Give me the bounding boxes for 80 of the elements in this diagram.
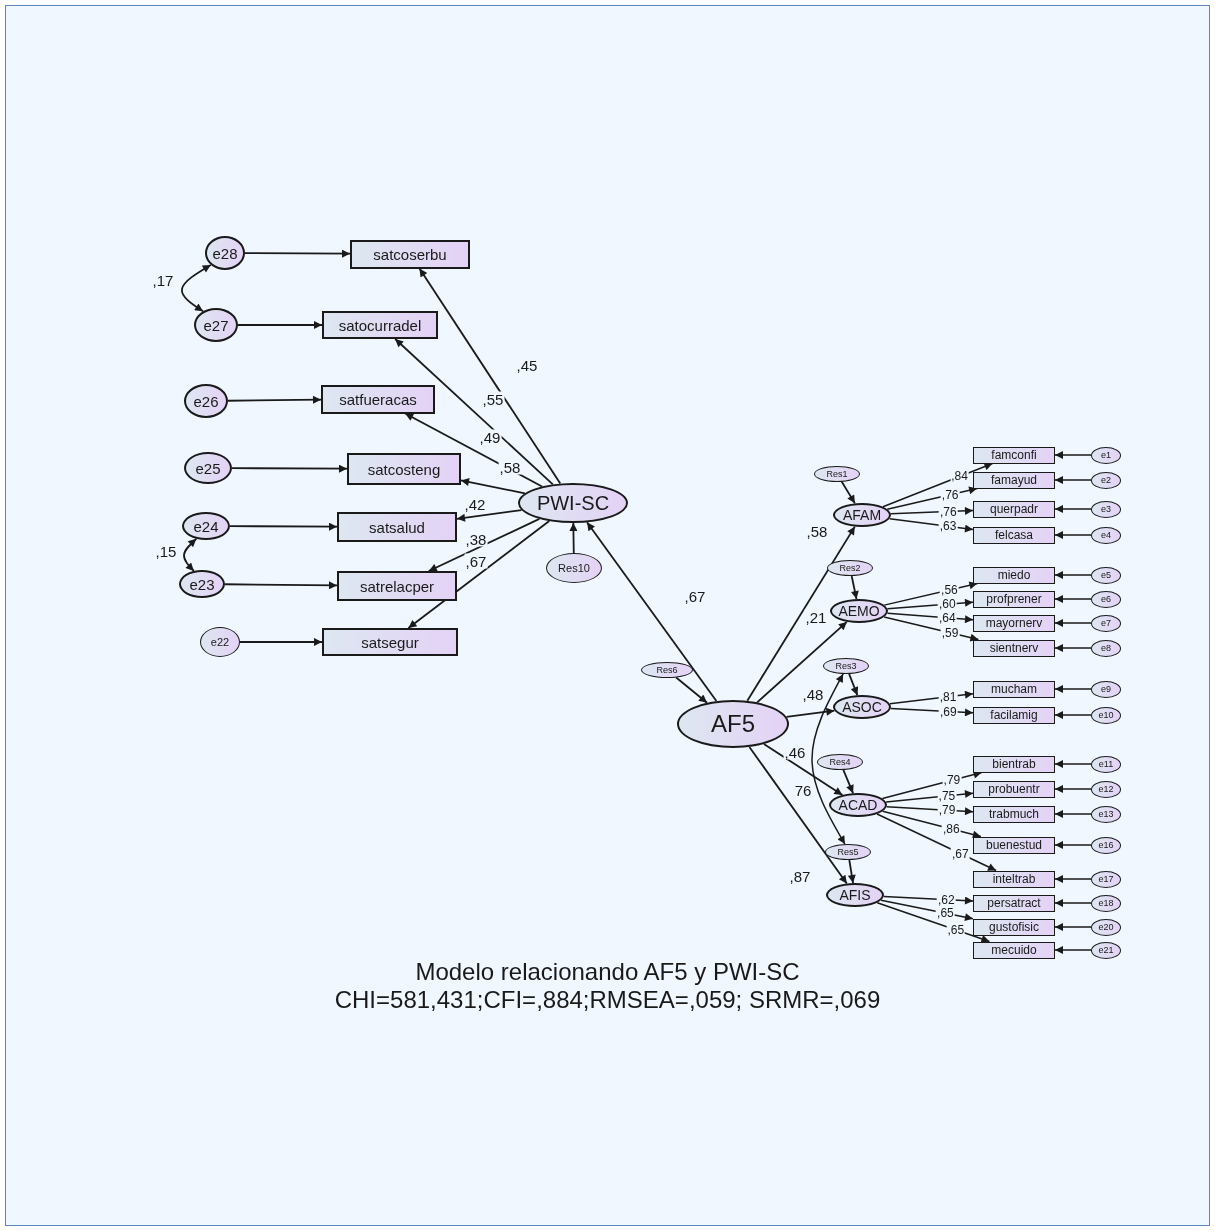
arrow bbox=[404, 412, 543, 488]
arrow bbox=[224, 581, 338, 590]
edge-label: ,58 bbox=[498, 459, 522, 475]
arrow bbox=[889, 690, 974, 705]
arrow bbox=[876, 901, 991, 943]
arrow bbox=[748, 746, 848, 885]
arrow bbox=[1054, 619, 1092, 627]
arrow bbox=[237, 321, 323, 329]
arrow bbox=[227, 395, 322, 404]
arrow bbox=[1054, 875, 1092, 883]
arrow bbox=[1054, 899, 1092, 907]
arrow bbox=[1054, 785, 1092, 793]
arrow bbox=[418, 267, 562, 485]
arrow bbox=[1054, 841, 1092, 849]
arrow bbox=[882, 462, 994, 508]
observed-variable-box: satsegur bbox=[322, 628, 458, 656]
arrow bbox=[586, 521, 718, 702]
arrow bbox=[876, 813, 997, 872]
edge-label: ,84 bbox=[950, 470, 969, 483]
arrow bbox=[883, 616, 980, 642]
arrow bbox=[239, 638, 323, 646]
edge-label: ,79 bbox=[937, 804, 957, 817]
arrow bbox=[1054, 810, 1092, 818]
fit-statistics-caption: CHI=581,431;CFI=,884;RMSEA=,059; SRMR=,069 bbox=[333, 986, 882, 1014]
arrow bbox=[848, 673, 859, 697]
arrow bbox=[1054, 946, 1092, 954]
arrow bbox=[1054, 531, 1092, 539]
arrow bbox=[407, 520, 551, 629]
observed-variable-box: satsalud bbox=[337, 512, 457, 542]
edge-label: ,67 bbox=[464, 553, 488, 569]
arrow bbox=[394, 338, 554, 486]
arrow bbox=[842, 769, 854, 795]
arrow bbox=[883, 895, 974, 905]
arrow bbox=[1054, 451, 1092, 459]
arrow bbox=[244, 249, 351, 258]
arrow bbox=[1054, 644, 1092, 652]
arrow bbox=[880, 899, 974, 922]
edge-label: ,55 bbox=[481, 391, 505, 407]
arrow bbox=[1054, 711, 1092, 719]
arrow bbox=[1054, 685, 1092, 693]
arrow bbox=[427, 517, 541, 572]
arrow bbox=[675, 676, 708, 704]
covariance-arrow bbox=[811, 673, 846, 845]
arrow bbox=[1054, 595, 1092, 603]
arrow bbox=[1054, 476, 1092, 484]
edge-label: ,65 bbox=[936, 907, 955, 920]
arrow bbox=[756, 621, 848, 704]
covariance-arrow bbox=[183, 537, 198, 572]
arrow bbox=[886, 598, 974, 610]
edge-label: ,60 bbox=[938, 598, 957, 611]
observed-variable-box: satcoserbu bbox=[350, 239, 470, 269]
edge-label: ,49 bbox=[478, 429, 502, 445]
arrow bbox=[850, 575, 859, 600]
arrow bbox=[1054, 760, 1092, 768]
arrow bbox=[1054, 505, 1092, 513]
arrow bbox=[886, 486, 978, 510]
arrow bbox=[569, 522, 578, 554]
arrow bbox=[456, 509, 523, 522]
edge-label: ,63 bbox=[938, 520, 958, 533]
arrow bbox=[847, 859, 856, 884]
arrow bbox=[1054, 571, 1092, 579]
arrow bbox=[886, 612, 974, 624]
arrow bbox=[885, 805, 974, 816]
arrow bbox=[460, 478, 526, 495]
diagram-title: Modelo relacionando AF5 y PWI-SC bbox=[414, 958, 801, 986]
observed-variable-box: satcosteng bbox=[347, 453, 461, 485]
covariance-arrow bbox=[181, 264, 212, 313]
observed-variable-box: satfueracas bbox=[321, 384, 435, 414]
arrow bbox=[229, 522, 338, 531]
observed-variable-box: satrelacper bbox=[337, 571, 457, 601]
arrow bbox=[746, 525, 856, 702]
observed-variable-box: satocurradel bbox=[322, 311, 438, 339]
arrow bbox=[890, 506, 974, 515]
arrow bbox=[883, 581, 979, 606]
arrow bbox=[763, 743, 844, 796]
arrow bbox=[1054, 923, 1092, 931]
arrow bbox=[785, 707, 836, 718]
arrow bbox=[231, 464, 348, 473]
edge-label: ,79 bbox=[942, 774, 962, 787]
arrow bbox=[840, 480, 856, 505]
